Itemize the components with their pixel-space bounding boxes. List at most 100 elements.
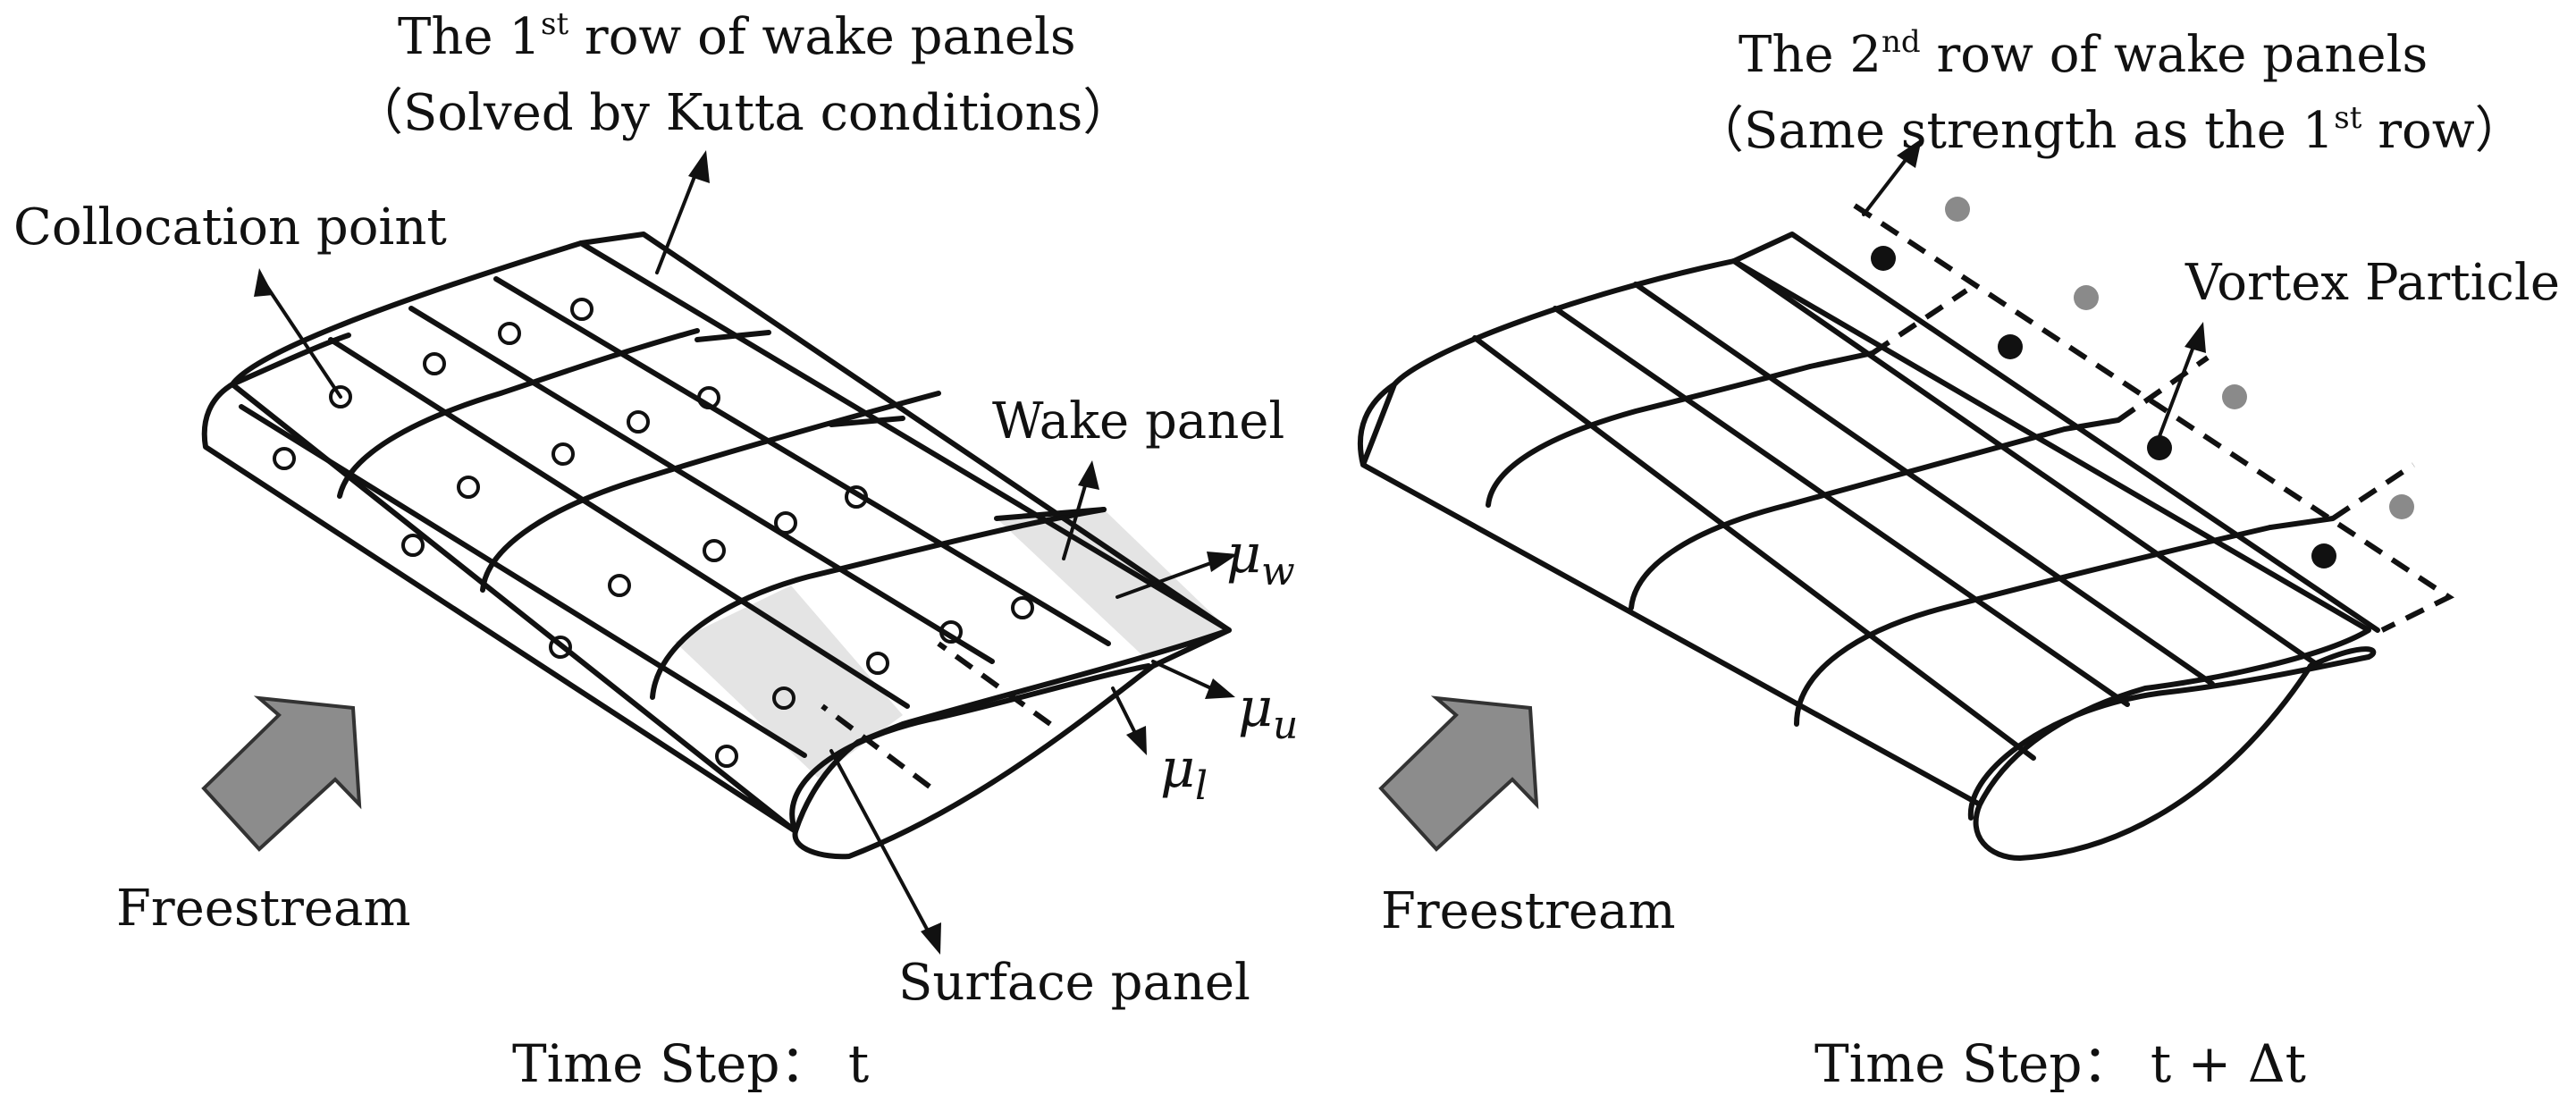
wake-panel-label: Wake panel bbox=[992, 392, 1284, 451]
black-particle bbox=[1998, 334, 2023, 359]
wake-row-r1 bbox=[1807, 350, 1875, 369]
mu-l-arrowhead bbox=[1126, 726, 1147, 755]
collocation-point-label: Collocation point bbox=[13, 198, 447, 257]
collocation-point bbox=[774, 511, 797, 535]
mu-l-label: μl bbox=[1160, 737, 1208, 809]
mu-u-arrowhead bbox=[1205, 678, 1235, 699]
right-arrows bbox=[1862, 139, 2206, 438]
grey-particle bbox=[1945, 197, 1970, 222]
span-line-r2 bbox=[1553, 306, 2130, 707]
chord-line-2 bbox=[337, 328, 700, 499]
collocation-point bbox=[457, 476, 480, 499]
wake-row-3 bbox=[994, 507, 1107, 521]
chord-line-4 bbox=[650, 507, 1107, 700]
wake-row-r2 bbox=[2062, 417, 2121, 432]
vortex-particle-label: Vortex Particle bbox=[2185, 254, 2560, 312]
chord-line-r1 bbox=[1486, 364, 1813, 508]
collocation-point bbox=[627, 410, 650, 434]
vortex-leader bbox=[2158, 342, 2196, 438]
mu-w-leader bbox=[1115, 560, 1217, 599]
collocation-point bbox=[498, 322, 521, 345]
span-line-4 bbox=[493, 276, 1111, 646]
freestream-label-left: Freestream bbox=[116, 880, 411, 938]
span-line-r3 bbox=[1633, 282, 2215, 686]
wake-te-line bbox=[578, 232, 1232, 633]
collocation-point bbox=[715, 745, 738, 768]
black-particle bbox=[1871, 246, 1896, 271]
second-wake-edge bbox=[1853, 203, 2455, 633]
collocation-point bbox=[845, 485, 868, 509]
collocation-point bbox=[697, 386, 720, 409]
collocation-point bbox=[329, 385, 352, 408]
span-line-2 bbox=[328, 337, 910, 709]
vortex-particles bbox=[1871, 197, 2414, 568]
left-wing-diagram bbox=[201, 232, 1232, 860]
second-wake-row-1 bbox=[1871, 288, 1968, 356]
collocation-arrowhead bbox=[254, 268, 274, 297]
collocation-point bbox=[772, 686, 796, 710]
right-wing-diagram bbox=[1357, 203, 2455, 861]
collocation-point bbox=[549, 636, 572, 659]
wake-row-leader bbox=[655, 168, 699, 274]
mu-u-label: μu bbox=[1238, 677, 1298, 748]
shaded-wake-panel bbox=[997, 509, 1229, 657]
left-subtitle: （Solved by Kutta conditions） bbox=[353, 84, 1132, 142]
right-title: The 2nd row of wake panels bbox=[1738, 24, 2428, 84]
chord-line-r2 bbox=[1629, 426, 2067, 611]
left-title: The 1st row of wake panels bbox=[398, 6, 1076, 66]
trailing-dash-2 bbox=[937, 641, 1052, 727]
time-step-right: Time Step： t + Δt bbox=[1814, 1033, 2306, 1094]
root-airfoil-left bbox=[789, 663, 1151, 834]
collocation-point bbox=[570, 298, 593, 321]
collocation-point bbox=[608, 574, 631, 597]
collocation-points bbox=[273, 298, 1034, 768]
collocation-point bbox=[939, 620, 963, 644]
collocation-point bbox=[866, 652, 889, 675]
grey-particle bbox=[2074, 285, 2099, 310]
wake-row-1 bbox=[695, 330, 771, 342]
time-step-left: Time Step： t bbox=[512, 1033, 869, 1094]
wake-row-2 bbox=[829, 416, 905, 427]
mu-w-label: μw bbox=[1226, 523, 1295, 594]
wake-te-line-r bbox=[1731, 232, 2380, 633]
surface-panel-arrowhead bbox=[921, 922, 941, 955]
second-wake-row-2 bbox=[2117, 355, 2210, 423]
span-line-r1 bbox=[1472, 335, 2036, 761]
mu-w-arrowhead bbox=[1207, 552, 1238, 572]
mu-u-leader bbox=[1151, 660, 1213, 690]
vortex-arrowhead bbox=[2185, 322, 2206, 353]
left-arrows bbox=[254, 150, 1238, 955]
collocation-point bbox=[703, 539, 726, 562]
right-subtitle: （Same strength as the 1st row） bbox=[1694, 100, 2525, 160]
freestream-arrow-right bbox=[1378, 695, 1539, 852]
freestream-label-right: Freestream bbox=[1381, 882, 1676, 940]
root-airfoil-right bbox=[1967, 646, 2377, 821]
span-line-r4 bbox=[1731, 258, 2318, 666]
freestream-arrow-left bbox=[201, 695, 362, 852]
second-wake-row-3 bbox=[2331, 462, 2415, 521]
grey-particle bbox=[2389, 494, 2414, 519]
trailing-dash-1 bbox=[821, 703, 931, 789]
collocation-point bbox=[401, 534, 425, 557]
surface-panel-label: Surface panel bbox=[898, 954, 1250, 1012]
mu-l-leader bbox=[1111, 686, 1137, 735]
span-line-1 bbox=[239, 404, 807, 758]
collocation-point bbox=[423, 352, 446, 375]
collocation-point bbox=[551, 442, 575, 466]
grey-particle bbox=[2222, 384, 2247, 409]
chord-line-r3 bbox=[1794, 525, 2273, 727]
black-particle bbox=[2147, 435, 2172, 460]
wake-panel-arrowhead bbox=[1078, 460, 1099, 490]
shaded-surface-panel bbox=[675, 585, 903, 778]
collocation-point bbox=[273, 447, 296, 470]
wake-row-arrowhead bbox=[688, 150, 710, 183]
wake-row-r3 bbox=[2268, 516, 2336, 530]
second-row-arrowhead bbox=[1897, 139, 1922, 168]
chord-line-3 bbox=[480, 391, 941, 593]
chord-line-1 bbox=[230, 333, 351, 387]
surface-panel-leader bbox=[829, 749, 931, 936]
second-row-leader bbox=[1862, 155, 1910, 216]
collocation-leader bbox=[262, 280, 342, 399]
